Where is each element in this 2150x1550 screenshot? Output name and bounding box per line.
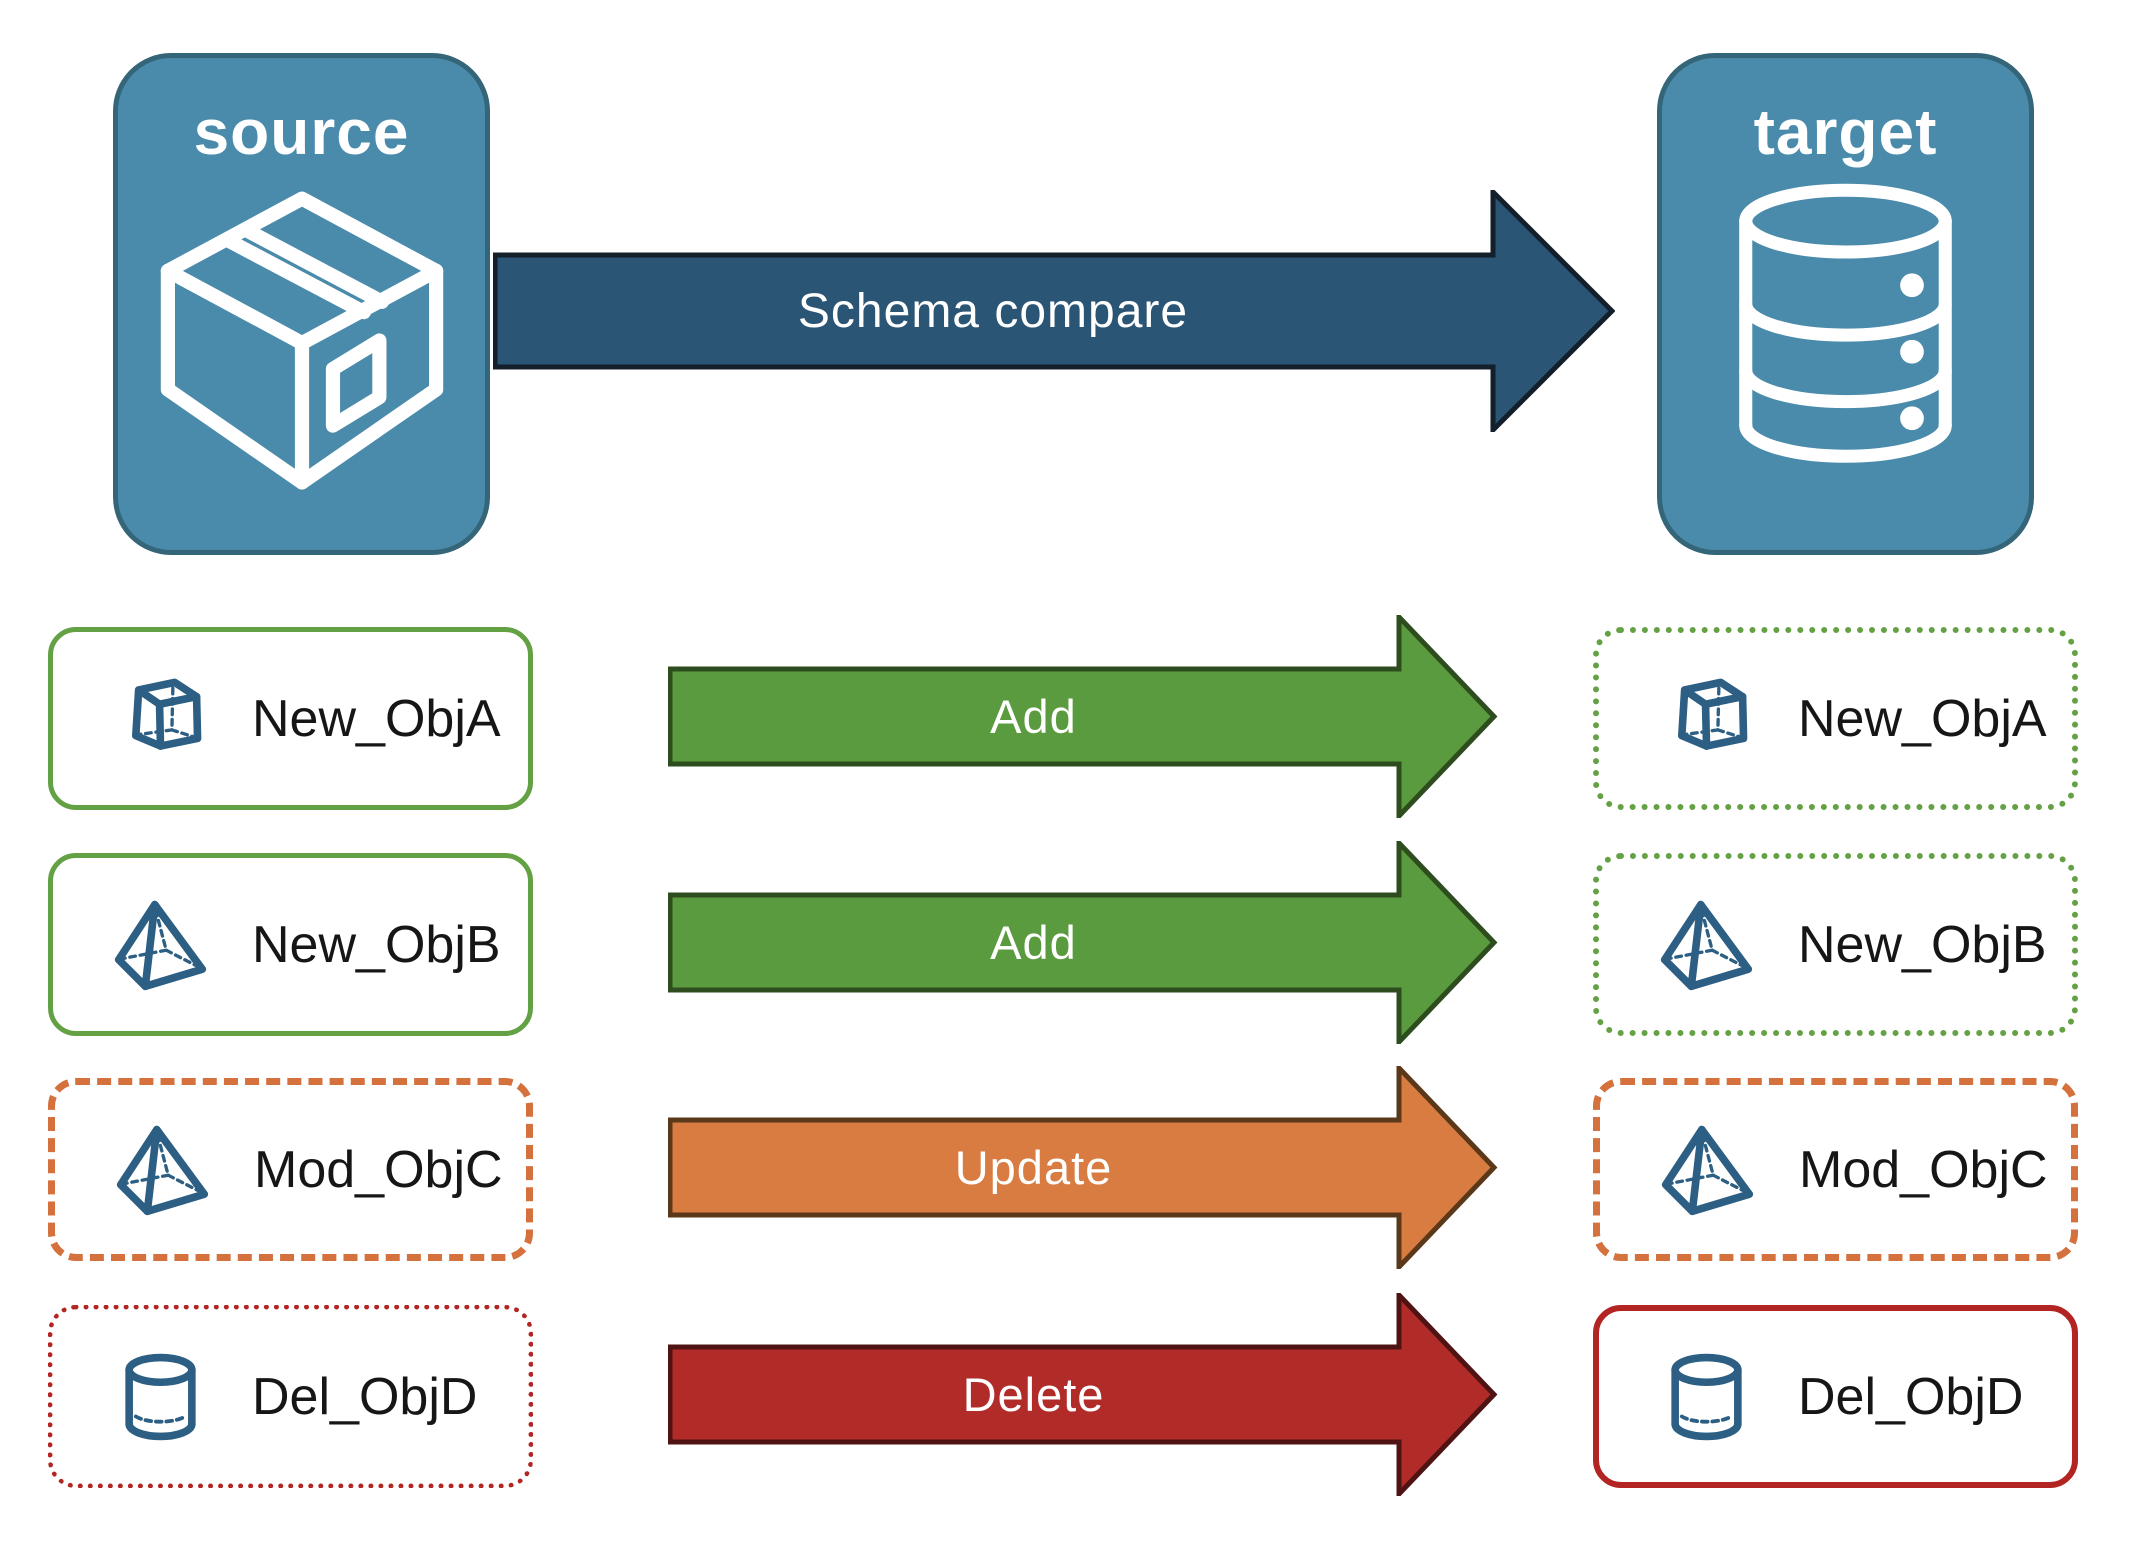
add-arrow-shape (668, 841, 1498, 1044)
cube-icon (1659, 671, 1754, 766)
object-row-mod-objc: Mod_ObjC Update Mod_ObjC (0, 1066, 2150, 1269)
arrow-label: Add (990, 916, 1077, 969)
pyramid-icon (115, 1122, 210, 1217)
schema-compare-arrow: Schema compare (492, 185, 1616, 437)
update-arrow-shape (668, 1066, 1498, 1269)
object-label: New_ObjB (252, 915, 501, 974)
object-label: New_ObjB (1798, 915, 2047, 974)
arrow-label: Update (954, 1141, 1113, 1194)
cylinder-icon (113, 1349, 208, 1444)
target-object-box: Del_ObjD (1593, 1305, 2078, 1488)
pyramid-icon (1659, 897, 1754, 992)
cube-icon (113, 671, 208, 766)
object-label: Del_ObjD (1798, 1367, 2024, 1426)
database-icon (1703, 178, 1988, 478)
add-arrow: Add (668, 841, 1498, 1044)
object-label: Mod_ObjC (1799, 1140, 2048, 1199)
update-arrow: Update (668, 1066, 1498, 1269)
target-title: target (1753, 96, 1938, 168)
source-panel: source (113, 53, 490, 555)
object-row-new-objb: New_ObjB Add New_ObjB (0, 841, 2150, 1044)
source-object-box: Del_ObjD (48, 1305, 533, 1488)
object-label: Del_ObjD (252, 1367, 478, 1426)
target-object-box: New_ObjA (1593, 627, 2078, 810)
object-row-new-obja: New_ObjA Add New_ObjA (0, 615, 2150, 818)
source-object-box: New_ObjB (48, 853, 533, 1036)
object-label: New_ObjA (252, 689, 501, 748)
cylinder-icon (1659, 1349, 1754, 1444)
target-object-box: Mod_ObjC (1593, 1078, 2078, 1261)
arrow-label: Delete (962, 1368, 1105, 1421)
add-arrow: Add (668, 615, 1498, 818)
package-icon (147, 178, 457, 503)
source-object-box: New_ObjA (48, 627, 533, 810)
source-object-box: Mod_ObjC (48, 1078, 533, 1261)
schema-compare-label: Schema compare (797, 284, 1189, 338)
target-panel: target (1657, 53, 2034, 555)
arrow-label: Add (990, 690, 1077, 743)
object-row-del-objd: Del_ObjD Delete Del_ObjD (0, 1293, 2150, 1496)
target-object-box: New_ObjB (1593, 853, 2078, 1036)
delete-arrow: Delete (668, 1293, 1498, 1496)
object-label: New_ObjA (1798, 689, 2047, 748)
pyramid-icon (113, 897, 208, 992)
schema-compare-arrow-shape (492, 185, 1616, 437)
source-title: source (193, 96, 410, 168)
add-arrow-shape (668, 615, 1498, 818)
delete-arrow-shape (668, 1293, 1498, 1496)
object-label: Mod_ObjC (254, 1140, 503, 1199)
pyramid-icon (1660, 1122, 1755, 1217)
